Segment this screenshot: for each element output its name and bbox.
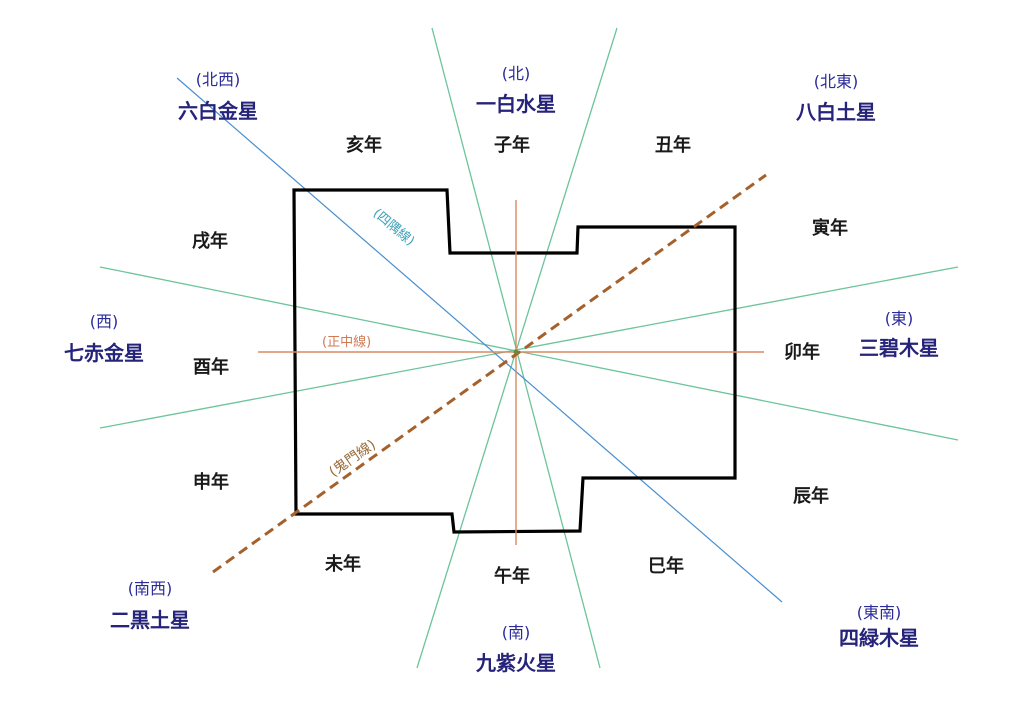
zodiac-labels: 亥年 子年 丑年 寅年 卯年 辰年 巳年 午年 未年 申年 酉年 戌年 — [192, 134, 848, 587]
direction-northeast: (北東) — [814, 72, 859, 91]
zodiac-label-sw-side: 申年 — [193, 471, 229, 493]
zodiac-label-nw-side: 戌年 — [192, 230, 228, 252]
zodiac-label-ne-side: 寅年 — [812, 217, 848, 239]
sector-line-nne — [416, 27, 618, 669]
zodiac-label-s: 午年 — [494, 565, 530, 587]
center-point — [513, 349, 519, 355]
direction-southeast: (東南) — [857, 603, 902, 622]
direction-north: (北) — [502, 64, 531, 83]
star-west: 七赤金星 — [64, 341, 144, 365]
zodiac-label-ne-top: 丑年 — [655, 134, 691, 156]
floor-plan-outline — [292, 188, 737, 534]
direction-west: (西) — [90, 312, 119, 331]
star-labels: (北西) 六白金星 (北) 一白水星 (北東) 八白土星 (東) 三碧木星 (東… — [64, 64, 939, 675]
zodiac-label-nw-top: 亥年 — [346, 134, 382, 156]
zodiac-label-se-side: 辰年 — [793, 485, 829, 507]
zodiac-label-n: 子年 — [494, 134, 530, 156]
kimon-line — [212, 173, 767, 574]
sector-line-wnw — [99, 266, 959, 441]
direction-east: (東) — [885, 309, 914, 328]
zodiac-label-sw-bottom: 未年 — [325, 553, 361, 575]
zodiac-label-w: 酉年 — [193, 356, 229, 378]
star-northeast: 八白土星 — [796, 100, 876, 124]
zodiac-label-se-bottom: 巳年 — [648, 555, 684, 577]
star-northwest: 六白金星 — [178, 99, 258, 123]
star-south: 九紫火星 — [475, 651, 556, 675]
yonsumi-line-label: (四隅線) — [370, 205, 418, 249]
direction-south: (南) — [502, 623, 531, 642]
sector-line-ene — [99, 266, 959, 429]
seichu-line-label: (正中線) — [322, 334, 371, 350]
star-southeast: 四緑木星 — [839, 626, 919, 650]
direction-southwest: (南西) — [128, 579, 173, 598]
direction-northwest: (北西) — [196, 70, 241, 89]
seichu-lines — [258, 200, 764, 545]
star-north: 一白水星 — [476, 92, 556, 116]
zodiac-label-e: 卯年 — [784, 341, 820, 363]
yonsumi-line — [176, 77, 783, 603]
star-southwest: 二黒土星 — [110, 608, 190, 632]
star-east: 三碧木星 — [859, 336, 939, 360]
